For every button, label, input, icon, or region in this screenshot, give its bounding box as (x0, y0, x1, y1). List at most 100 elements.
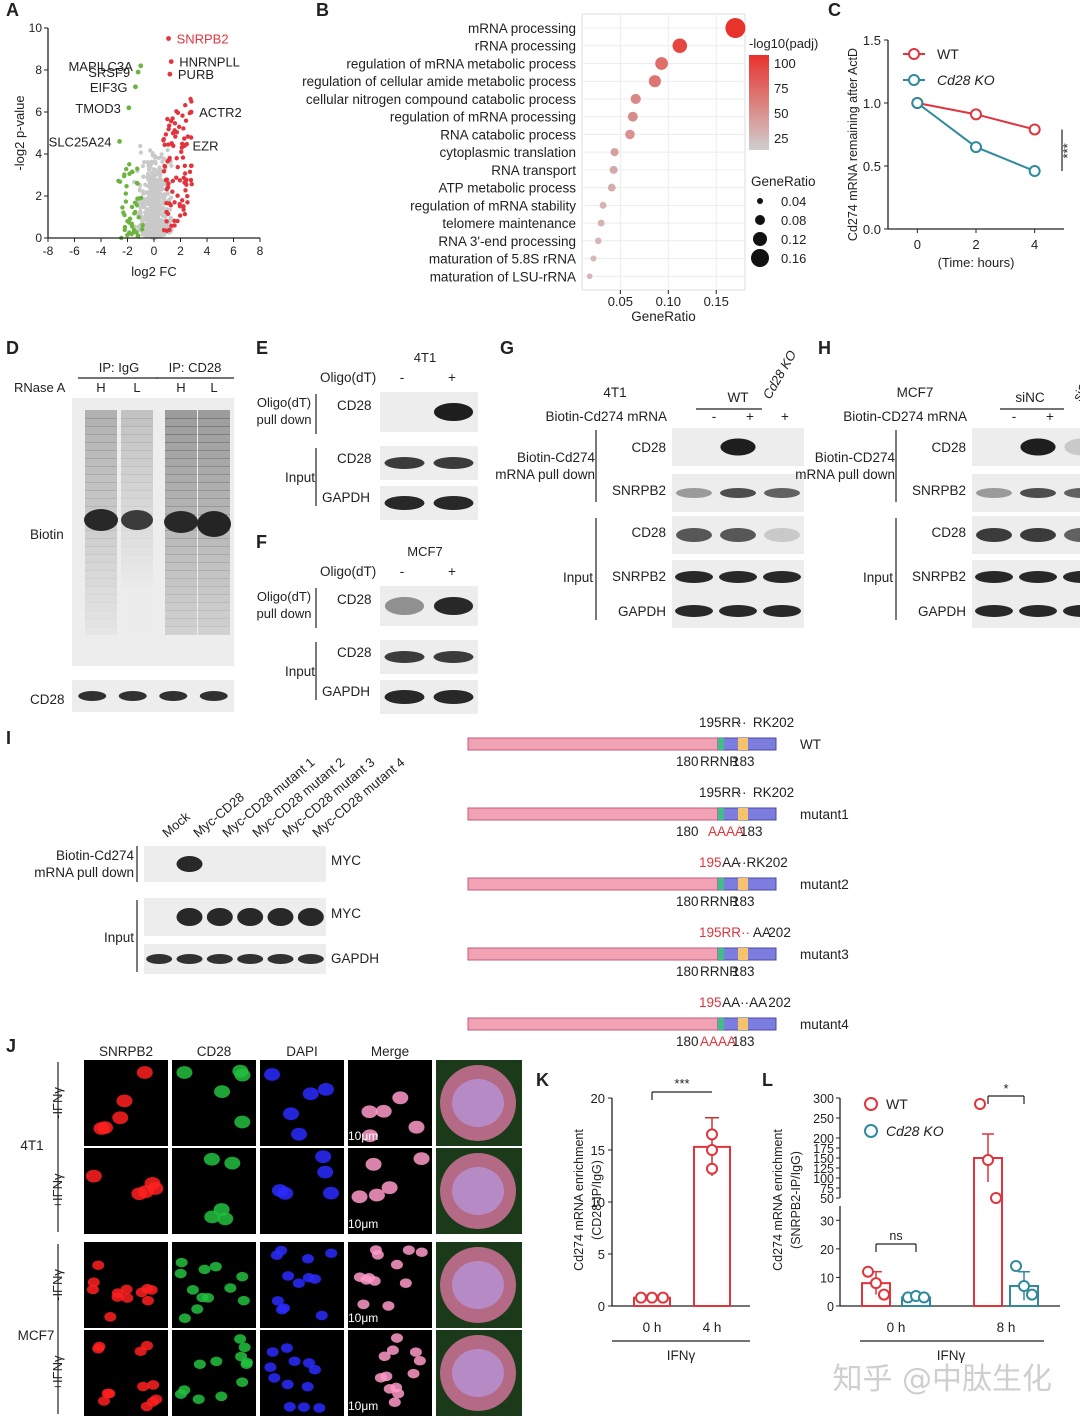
micro-cell (351, 1190, 368, 1204)
bar-l-point (1010, 1260, 1022, 1272)
dotplot-color-tick: 50 (774, 106, 788, 121)
construct-top-label: ·· (738, 785, 747, 800)
volcano-point-up (170, 130, 176, 136)
blot-d-smear (121, 442, 153, 451)
panel-letter-e: E (256, 338, 269, 358)
blot-d-lane: L (210, 380, 217, 395)
volcano-point-ns (142, 160, 147, 165)
blot-band (1020, 438, 1056, 456)
volcano-point-up (174, 156, 179, 161)
blot-d-ip-igg: IP: IgG (99, 360, 139, 375)
blot-d-smear (121, 570, 153, 579)
volcano-point-up (181, 207, 186, 212)
construct-bottom-label: 183 (740, 824, 763, 839)
blot-band (1063, 571, 1080, 583)
blot-d-smear (121, 562, 153, 571)
bar-k-point (706, 1144, 718, 1156)
micro-cell (111, 1292, 124, 1302)
blot-band (975, 605, 1013, 617)
construct-motif-a (718, 1018, 724, 1030)
volcano-point-ns (141, 174, 146, 179)
bar-l-point (974, 1098, 986, 1110)
blot-d-smear (165, 562, 197, 571)
blot-band (267, 908, 294, 926)
blot-g-ko: Cd28 KO (760, 348, 800, 402)
volcano-point-down (136, 215, 141, 220)
micro-cell (375, 1104, 392, 1118)
blot-band (1064, 528, 1080, 542)
volcano-point-up (180, 155, 186, 160)
volcano-point-ns (168, 217, 173, 222)
volcano-point-up (167, 227, 172, 233)
bar-l-point (870, 1277, 882, 1290)
volcano-point-up (182, 163, 188, 169)
micro-cell (85, 1169, 102, 1183)
bar-l-y-tick-label: 50 (820, 1192, 834, 1206)
micro-cell (147, 1380, 160, 1390)
volcano-point-ns (156, 170, 161, 176)
volcano-point-up (162, 164, 168, 169)
micro-cell (186, 1285, 199, 1295)
blot-band (976, 528, 1012, 542)
construct-top-label: AA (722, 855, 740, 870)
volcano-x-tick-label: -4 (96, 244, 107, 258)
blot-d-smear (198, 506, 230, 515)
volcano-point-up (185, 200, 190, 205)
volcano-point-ns (152, 189, 158, 195)
blot-band (206, 908, 233, 926)
volcano-x-tick-label: 6 (230, 244, 237, 258)
micro-cell (234, 1068, 251, 1082)
construct-bottom-label: 183 (732, 964, 755, 979)
blot-d-smear (121, 546, 153, 555)
blot-d-smear (85, 450, 117, 459)
blot-d-smear (165, 458, 197, 467)
construct-motif-a (718, 808, 724, 820)
volcano-point-ns (143, 182, 148, 187)
volcano-point-ns (138, 150, 143, 155)
blot-d-smear (85, 602, 117, 611)
blot-d-smear (85, 426, 117, 435)
dotplot-dot (597, 219, 605, 227)
micro-scale-label: 10μm (348, 1399, 378, 1413)
blot-h-row-4: SNRPB2 (912, 569, 966, 584)
micro-cell (264, 1362, 277, 1373)
construct-motif-b (738, 738, 748, 750)
line-point (1028, 165, 1041, 178)
micro-tile (260, 1330, 344, 1416)
bar-k-point (635, 1291, 647, 1304)
blot-d-smear (165, 506, 197, 515)
line-y-tick-label: 0.0 (863, 222, 881, 237)
micro-cell (399, 1278, 412, 1288)
volcano-point-up (165, 185, 171, 190)
volcano-y-tick-label: 2 (35, 189, 42, 203)
micro-cell (291, 1127, 308, 1141)
blot-d-smear (121, 610, 153, 619)
volcano-point-ns (160, 159, 165, 164)
blot-band (1019, 571, 1057, 583)
volcano-point-up (164, 219, 169, 224)
blot-e-input: Input (285, 470, 315, 485)
bar-l-bar (973, 1157, 1003, 1307)
bar-l-y-tick-label: 30 (820, 1214, 834, 1228)
watermark: 知乎 @中肽生化 (832, 1362, 1052, 1397)
volcano-point-down (129, 204, 135, 210)
volcano-gene-label: MAPILC3A (68, 59, 133, 74)
volcano-point-up (166, 126, 171, 132)
micro-cell (413, 1355, 426, 1366)
dotplot-dot (599, 201, 607, 209)
micro-cell (176, 1066, 193, 1079)
volcano-point-down (127, 216, 133, 221)
blot-d-smear (121, 578, 153, 587)
micro-cell (361, 1105, 378, 1119)
bar-l-point (1026, 1288, 1038, 1301)
micro-cell (308, 1364, 321, 1375)
bar-l-y-title-1: Cd274 mRNA enrichment (771, 1129, 785, 1271)
blot-f-row-2: CD28 (337, 645, 372, 660)
line-legend-marker (908, 74, 920, 86)
blot-band (384, 651, 425, 663)
construct-motif-b (738, 878, 748, 890)
blot-d-lane: H (96, 380, 105, 395)
micro-cell (271, 1296, 284, 1306)
micro-cell (277, 1186, 294, 1200)
volcano-point-up (180, 113, 185, 118)
